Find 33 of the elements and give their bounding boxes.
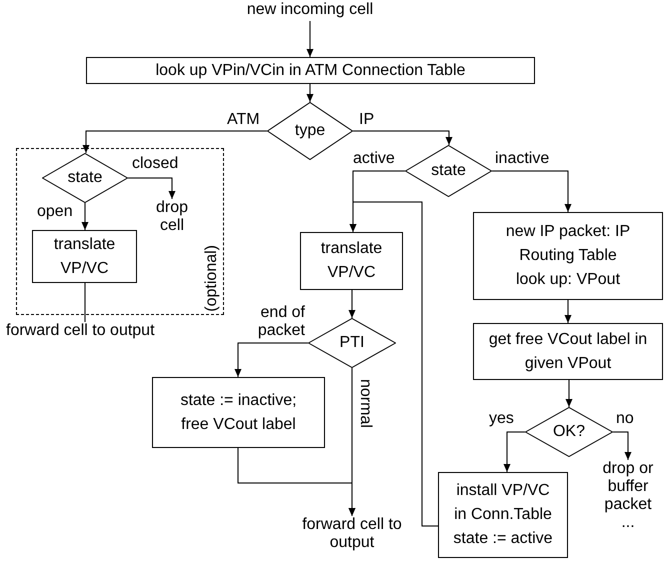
process-box: new IP packet: IP Routing Table look up: VPout xyxy=(473,212,663,300)
process-box: look up VPin/VCin in ATM Connection Table xyxy=(86,57,535,84)
flow-text: forward cell to output xyxy=(6,322,206,342)
connector-arrow xyxy=(306,20,314,58)
flow-text: drop cell xyxy=(150,199,194,243)
region-label: (optional) xyxy=(203,245,221,312)
connector-arrow xyxy=(350,202,438,526)
connector-arrow xyxy=(306,84,314,102)
connector-arrow xyxy=(492,170,572,212)
process-box: translate VP/VC xyxy=(32,230,137,283)
connector-arrow xyxy=(234,342,308,378)
connector-arrow xyxy=(566,380,572,408)
connector-arrow xyxy=(352,130,452,146)
connector-arrow xyxy=(504,432,526,472)
connector-arrow xyxy=(348,290,356,318)
process-box: state := inactive; free VCout label xyxy=(152,377,325,448)
connector-arrow xyxy=(612,432,632,460)
flow-text: drop or buffer packet ... xyxy=(599,460,657,560)
process-box: translate VP/VC xyxy=(300,232,403,290)
decision-diamond: PTI xyxy=(308,318,396,368)
connector-arrow xyxy=(238,448,356,516)
connector-arrow xyxy=(82,130,268,154)
connector-arrow xyxy=(128,178,176,200)
connector-arrow xyxy=(82,202,88,230)
process-box: get free VCout label in given VPout xyxy=(473,323,663,380)
decision-diamond: OK? xyxy=(525,407,613,457)
flow-text: forward cell to output xyxy=(297,516,407,560)
decision-diamond: type xyxy=(267,102,353,160)
flow-text: new incoming cell xyxy=(245,1,375,21)
process-box: install VP/VC in Conn.Table state := active xyxy=(438,472,568,558)
decision-diamond: state xyxy=(405,145,492,197)
connector-arrow xyxy=(564,300,572,324)
decision-diamond: state xyxy=(42,153,128,203)
